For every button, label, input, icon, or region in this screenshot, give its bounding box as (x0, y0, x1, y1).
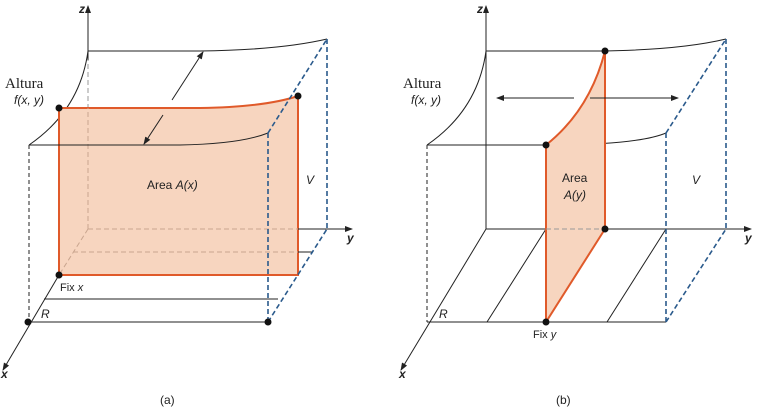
y-axis-label: y (346, 231, 355, 245)
height-label: Altura (403, 76, 442, 92)
x-axis (400, 228, 487, 371)
cross-section-area (545, 50, 606, 326)
region-label: R (439, 307, 448, 321)
back-top-curve (88, 38, 328, 52)
fix-label: Fix y (533, 329, 558, 341)
left-top-curve (28, 50, 89, 146)
x-axis-label: x (0, 367, 9, 381)
caption-b: (b) (556, 393, 571, 407)
area-label: Area A(x) (147, 178, 198, 192)
area-label: Area (562, 171, 588, 185)
point (542, 318, 550, 326)
point (542, 141, 550, 149)
point (55, 104, 63, 112)
x-axis-label: x (398, 367, 407, 381)
hidden-base-lines-inside (58, 228, 298, 276)
volume-label: V (306, 173, 315, 187)
height-function: f(x, y) (14, 93, 44, 107)
z-axis-label: z (78, 2, 85, 16)
y-axis-label: y (744, 231, 753, 245)
caption-a: (a) (160, 393, 175, 407)
point (294, 92, 302, 100)
base-strip-lines (486, 228, 667, 323)
panel-b: z y x Altura f(x, y) Area A(y) V R Fix y… (398, 2, 753, 407)
point (55, 271, 63, 279)
left-top-curve (426, 50, 487, 146)
fix-label: Fix x (60, 282, 84, 294)
point (601, 47, 609, 55)
front-top-curve (29, 132, 269, 146)
region-label: R (41, 307, 50, 321)
area-function: A(y) (563, 188, 586, 202)
point (264, 318, 272, 326)
arrow-back-icon (171, 51, 204, 101)
volume-label: V (692, 173, 701, 187)
arrow-front-icon (143, 114, 164, 145)
z-axis-label: z (476, 2, 483, 16)
height-label: Altura (5, 76, 44, 92)
height-function: f(x, y) (411, 93, 441, 107)
panel-a: z y x Altura f(x, y) Area A(x) V R Fix x… (0, 2, 355, 407)
point (601, 225, 609, 233)
point (24, 318, 32, 326)
